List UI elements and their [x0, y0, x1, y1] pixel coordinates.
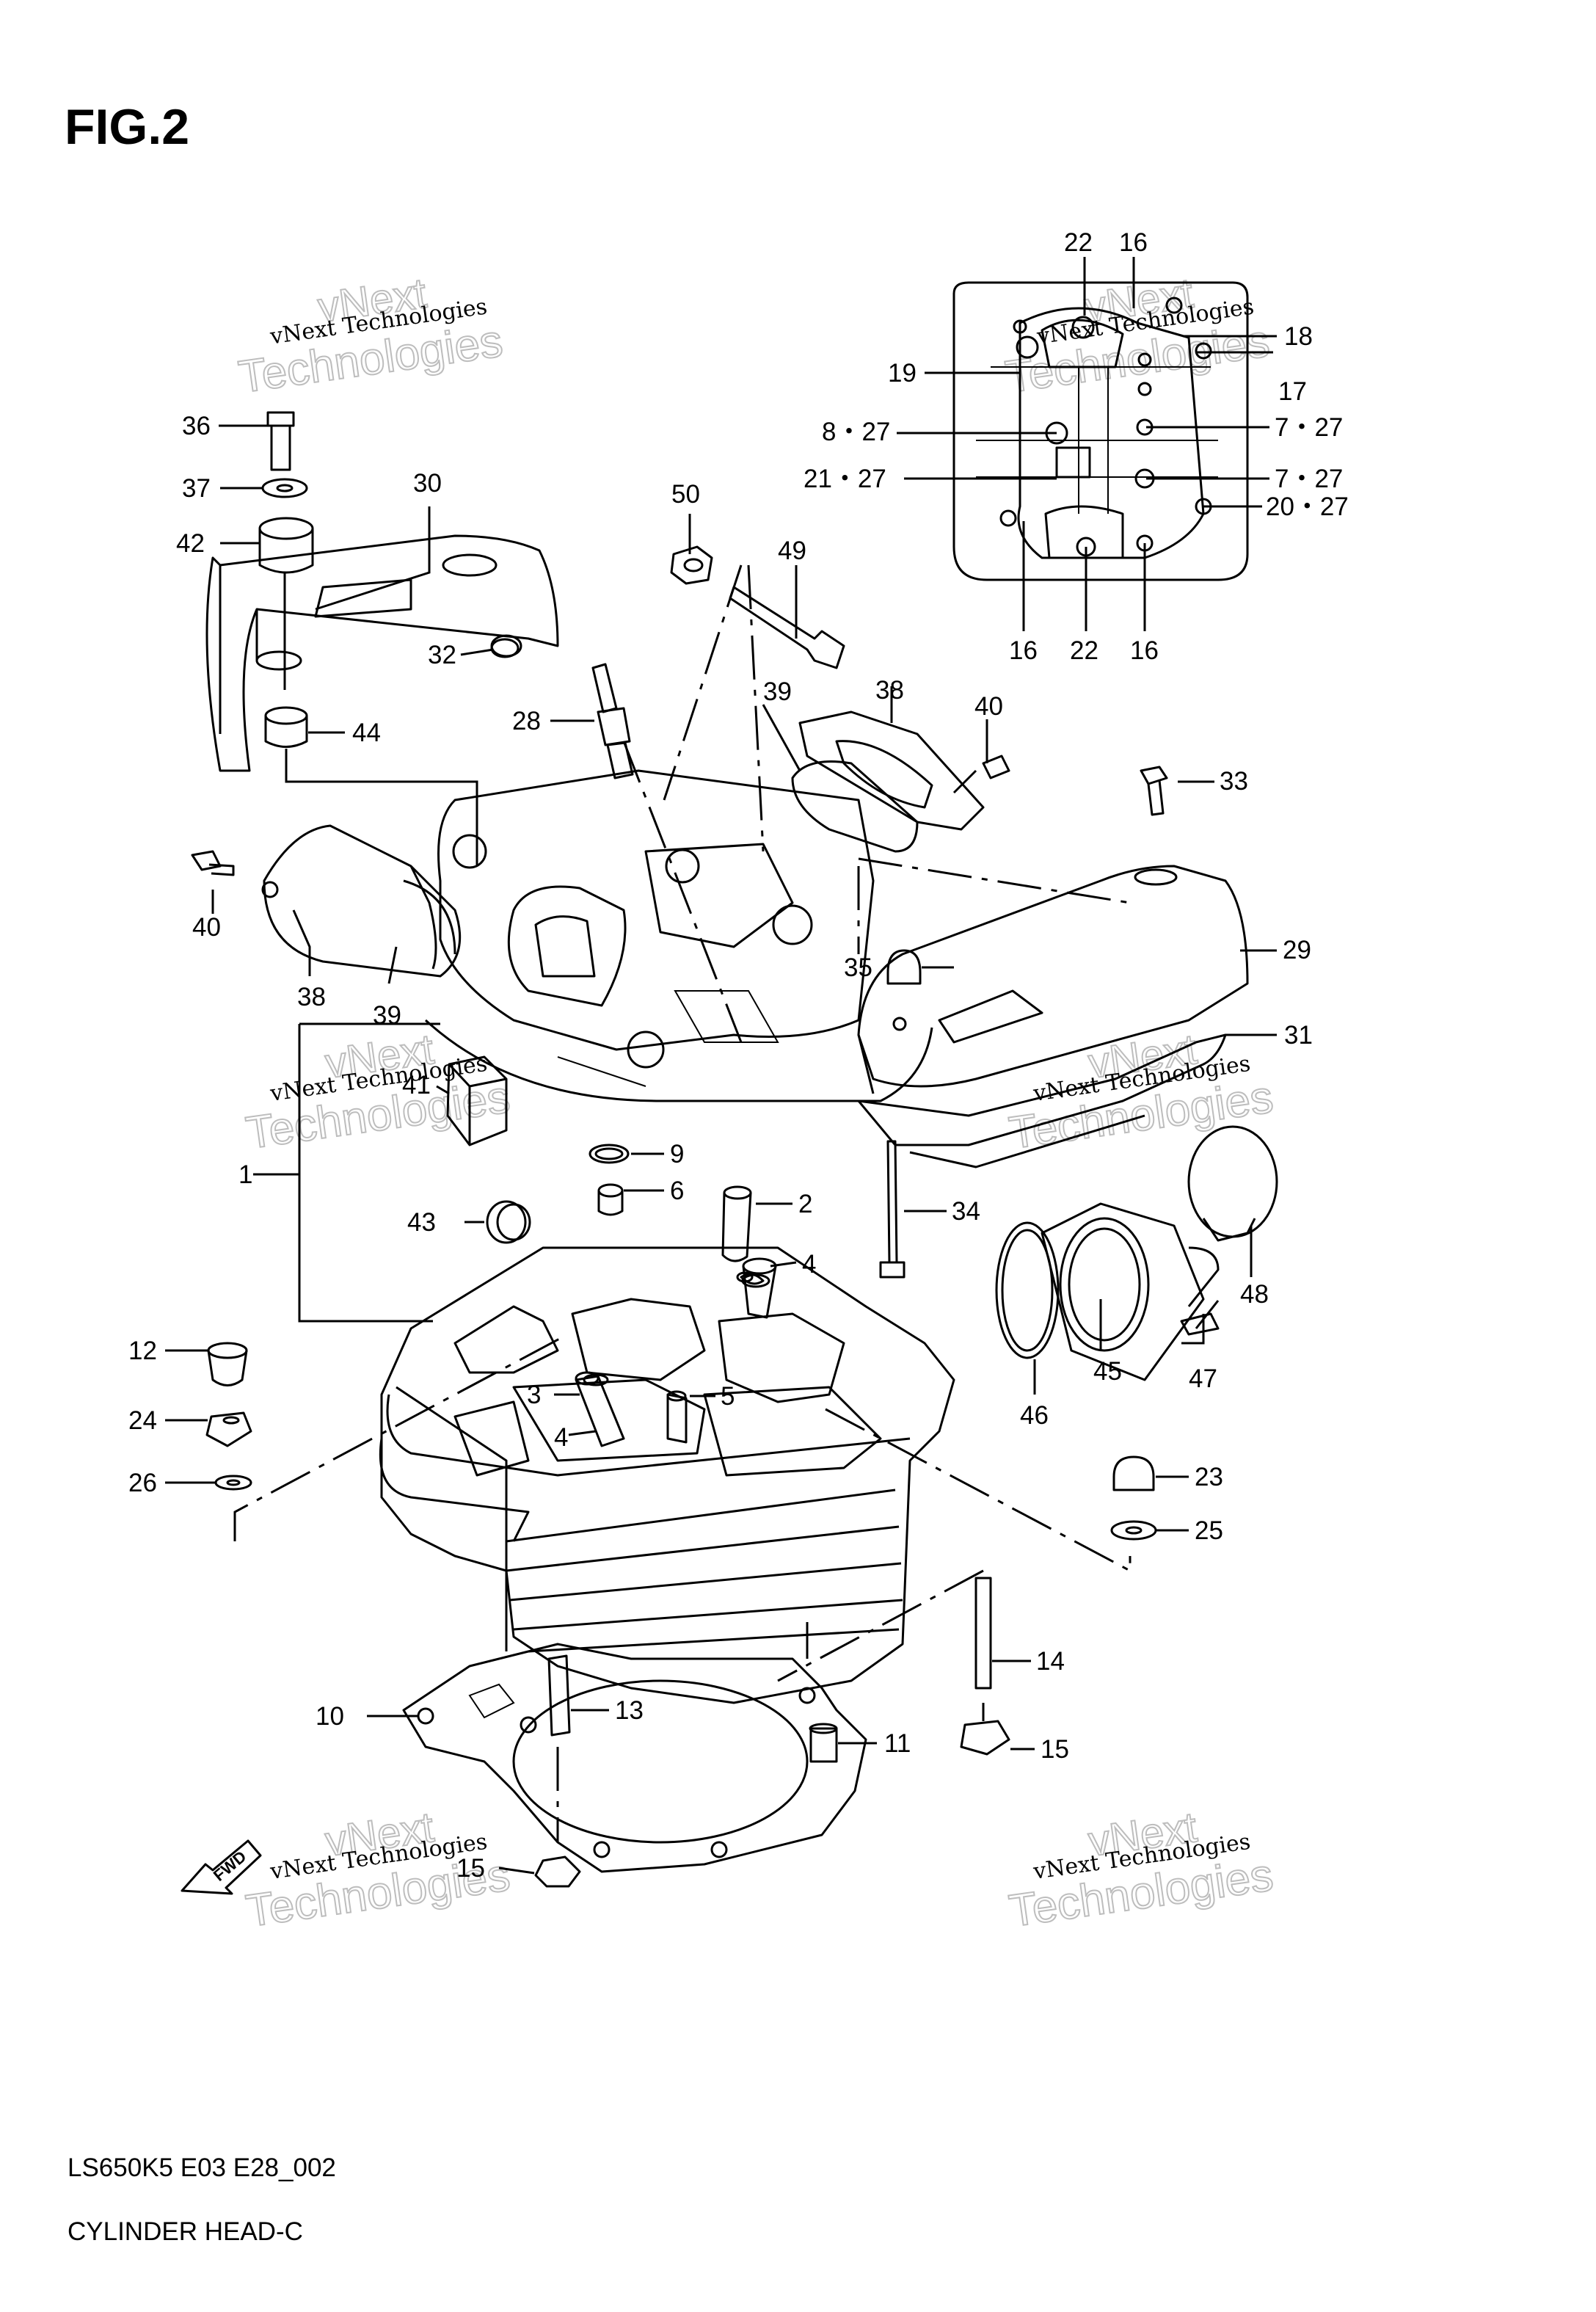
- watermark-top-right: vNext vNext Technologies Technologies: [1002, 269, 1273, 404]
- callout-37: 37: [182, 474, 211, 503]
- fwd-label: FWD: [210, 1847, 249, 1885]
- callout-28: 28: [512, 707, 541, 735]
- intake-pipe-45: [995, 1125, 1278, 1381]
- callout-18: 18: [1284, 322, 1313, 351]
- callout-50: 50: [671, 480, 700, 509]
- watermark-mid-right: vNext vNext Technologies Technologies: [1005, 1025, 1277, 1160]
- callout-32: 32: [428, 641, 456, 669]
- callout-20-27: 20・27: [1266, 492, 1349, 521]
- spacer-41: [446, 1055, 508, 1146]
- callout-34: 34: [952, 1197, 980, 1226]
- callout-15-right: 15: [1041, 1735, 1069, 1764]
- figure-title: FIG.2: [65, 99, 189, 155]
- callout-4-top: 4: [802, 1250, 816, 1279]
- watermark-mid-left: vNext vNext Technologies Technologies: [242, 1025, 514, 1160]
- callout-33: 33: [1220, 767, 1248, 796]
- callout-15-bottom: 15: [456, 1854, 485, 1883]
- callout-22-top: 22: [1064, 228, 1093, 257]
- side-cover-38-left: [191, 824, 462, 978]
- assembly-lines: [233, 564, 1132, 1842]
- bolts-top: [670, 545, 845, 669]
- callout-19: 19: [888, 359, 917, 388]
- callout-29: 29: [1283, 936, 1311, 964]
- callout-21-27: 21・27: [804, 465, 886, 493]
- callout-11: 11: [884, 1729, 911, 1758]
- gasket-31: [857, 1033, 1227, 1168]
- callout-24: 24: [128, 1406, 157, 1435]
- callout-42: 42: [176, 529, 205, 558]
- callout-39-left: 39: [373, 1001, 401, 1030]
- cylinder-base-gasket-10: [402, 1577, 1010, 1888]
- callout-17: 17: [1278, 377, 1307, 406]
- callout-48: 48: [1240, 1280, 1269, 1309]
- callout-40-left: 40: [192, 913, 221, 942]
- diagram-caption: CYLINDER HEAD-C: [68, 2217, 303, 2246]
- callout-12: 12: [128, 1337, 157, 1365]
- watermark-top-left: vNext vNext Technologies Technologies: [235, 269, 506, 404]
- callout-45: 45: [1093, 1357, 1122, 1386]
- callout-39-top: 39: [763, 677, 792, 706]
- valve-guides: [486, 1144, 765, 1386]
- callout-46: 46: [1020, 1401, 1049, 1430]
- callout-7-27-a: 7・27: [1275, 413, 1343, 442]
- washers-left: [205, 1342, 252, 1491]
- callout-9: 9: [670, 1140, 684, 1168]
- callout-31: 31: [1284, 1021, 1313, 1050]
- callout-40-top: 40: [974, 692, 1003, 721]
- callout-10: 10: [316, 1702, 344, 1731]
- watermark-bottom-right: vNext vNext Technologies Technologies: [1005, 1803, 1277, 1938]
- small-bolts: [490, 638, 1168, 1279]
- cylinder-head-top: [424, 769, 933, 1102]
- left-cover-30: [205, 534, 559, 772]
- callout-26: 26: [128, 1469, 157, 1497]
- callout-36: 36: [182, 412, 211, 440]
- callout-14: 14: [1036, 1647, 1065, 1676]
- callout-22-bottom: 22: [1070, 636, 1098, 665]
- callout-13: 13: [615, 1696, 644, 1725]
- callout-41: 41: [402, 1071, 431, 1099]
- callout-labels: 22 16 18 19 17 8・27 7・27 21・27 7・27 20・2…: [128, 228, 1349, 1883]
- callout-23: 23: [1195, 1463, 1223, 1491]
- watermark-group: vNext vNext Technologies Technologies vN…: [235, 269, 1277, 1938]
- callout-25: 25: [1195, 1516, 1223, 1545]
- washers-right: [1110, 1455, 1157, 1541]
- right-cover-29: [857, 865, 1249, 1094]
- model-code: LS650K5 E03 E28_002: [68, 2153, 336, 2182]
- callout-38-left: 38: [297, 983, 326, 1011]
- callout-43: 43: [407, 1208, 436, 1237]
- callout-3: 3: [527, 1381, 541, 1409]
- callout-49: 49: [778, 537, 806, 565]
- callout-7-27-b: 7・27: [1275, 465, 1343, 493]
- callout-6: 6: [670, 1177, 684, 1205]
- callout-16-top: 16: [1119, 228, 1148, 257]
- callout-35: 35: [844, 953, 872, 982]
- callout-5: 5: [721, 1382, 735, 1411]
- callout-16-right: 16: [1130, 636, 1159, 665]
- cylinder-head-body: [379, 1246, 955, 1704]
- callout-16-left: 16: [1009, 636, 1038, 665]
- side-cover-38-right: [791, 710, 1010, 853]
- callout-44: 44: [352, 719, 381, 747]
- callout-38-top: 38: [875, 676, 904, 705]
- callout-30: 30: [413, 469, 442, 498]
- spark-plug-28: [591, 663, 634, 779]
- callout-2: 2: [798, 1190, 812, 1218]
- callout-8-27: 8・27: [822, 418, 890, 446]
- leader-lines: [165, 257, 1277, 1875]
- callout-4-bottom: 4: [554, 1423, 568, 1452]
- callout-47: 47: [1189, 1364, 1217, 1393]
- small-parts-left: [258, 411, 314, 748]
- cover-plate-detail: [952, 281, 1249, 581]
- callout-1: 1: [238, 1160, 252, 1189]
